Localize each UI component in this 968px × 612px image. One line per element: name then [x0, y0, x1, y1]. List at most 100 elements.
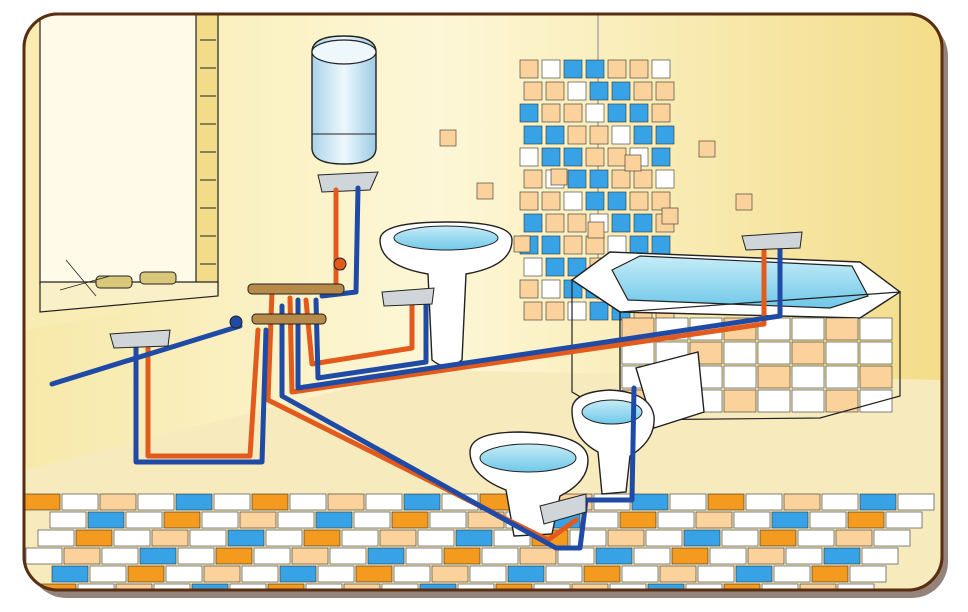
floor-tile: [607, 529, 645, 547]
soap-dish-left: [95, 275, 133, 289]
wall-tile: [633, 213, 653, 233]
wall-tile: [589, 81, 609, 101]
tub-tile: [723, 341, 757, 365]
floor-tile: [213, 493, 251, 511]
floor-tile: [847, 511, 885, 529]
floor-tile: [51, 565, 89, 583]
floor-tile: [265, 529, 303, 547]
floor-tile: [163, 511, 201, 529]
floor-tile: [403, 493, 441, 511]
wall-tile: [589, 125, 609, 145]
soap-dish-right: [139, 271, 177, 285]
wall-tile: [633, 81, 653, 101]
floor-tile: [61, 493, 99, 511]
floor-tile: [811, 565, 849, 583]
floor-tile: [341, 529, 379, 547]
manifold: [229, 257, 347, 329]
floor-tile: [809, 511, 847, 529]
floor-tile: [277, 511, 315, 529]
floor-tile: [115, 583, 153, 590]
floor-tile: [621, 565, 659, 583]
floor-tile: [49, 511, 87, 529]
floor-tile: [835, 529, 873, 547]
floor-tile: [519, 547, 557, 565]
wall-tile: [519, 279, 539, 299]
floor-tile: [733, 511, 771, 529]
floor-tile: [239, 511, 277, 529]
floor-tile: [885, 511, 923, 529]
wall-tile: [611, 81, 631, 101]
floor-tile: [873, 529, 911, 547]
floor-tile: [419, 583, 457, 590]
tub-tile: [757, 365, 791, 389]
wall-tile: [563, 59, 583, 79]
floor-tile: [77, 583, 115, 590]
wall-tile: [545, 213, 565, 233]
wall-tile: [541, 235, 561, 255]
floor-tile: [87, 511, 125, 529]
floor-tile: [175, 493, 213, 511]
floor-tile: [837, 583, 875, 590]
floor-tile: [735, 565, 773, 583]
wall-tile: [655, 125, 675, 145]
wall-connectors: [109, 231, 803, 525]
floor-tile: [315, 511, 353, 529]
tub-tile: [791, 389, 825, 413]
floor-tile: [533, 583, 571, 590]
water-heater: [311, 35, 379, 193]
floor-tile: [595, 547, 633, 565]
floor-tile: [429, 511, 467, 529]
window: [39, 14, 219, 313]
floor-tile: [685, 583, 723, 590]
wall-tile: [633, 169, 653, 189]
floor-tile: [241, 565, 279, 583]
floor-tile: [201, 511, 239, 529]
wall-tile: [624, 154, 642, 172]
floor-tile: [707, 493, 745, 511]
wall-tile: [651, 59, 671, 79]
floor-tile: [305, 583, 343, 590]
floor-tile: [327, 493, 365, 511]
floor-tile: [455, 529, 493, 547]
floor-tile: [63, 547, 101, 565]
floor-tile: [671, 547, 709, 565]
floor-tile: [165, 565, 203, 583]
wall-tile: [563, 103, 583, 123]
tub-tile: [825, 341, 859, 365]
floor-tile: [177, 547, 215, 565]
floor-tile: [571, 583, 609, 590]
wall-tile: [550, 168, 568, 186]
wall-tile: [651, 191, 671, 211]
wall-tile: [563, 147, 583, 167]
wall-tile: [651, 147, 671, 167]
tub-tile: [859, 365, 893, 389]
wall-tile: [519, 147, 539, 167]
wall-tile: [611, 169, 631, 189]
floor-tile: [381, 583, 419, 590]
wall-tile: [585, 103, 605, 123]
wall-tile: [567, 81, 587, 101]
wall-tile: [519, 103, 539, 123]
wall-tile: [629, 191, 649, 211]
floor-tile: [609, 583, 647, 590]
floor-tile: [457, 583, 495, 590]
floor-tile: [695, 511, 733, 529]
tub-tile: [859, 389, 893, 413]
tub-tile: [825, 365, 859, 389]
tub-tile: [757, 389, 791, 413]
floor-tile: [355, 565, 393, 583]
floor-tile: [215, 547, 253, 565]
wall-tile: [541, 59, 561, 79]
wall-tile: [698, 140, 716, 158]
floor-tile: [799, 583, 837, 590]
floor-tile: [417, 529, 455, 547]
floor-tile: [747, 547, 785, 565]
floor-tile: [24, 493, 61, 511]
floor-tile: [697, 565, 735, 583]
wall-tile: [541, 279, 561, 299]
wall-tile: [545, 125, 565, 145]
floor-tile: [569, 529, 607, 547]
floor-tile: [823, 547, 861, 565]
wall-tile: [567, 301, 587, 321]
wall-tile: [545, 301, 565, 321]
